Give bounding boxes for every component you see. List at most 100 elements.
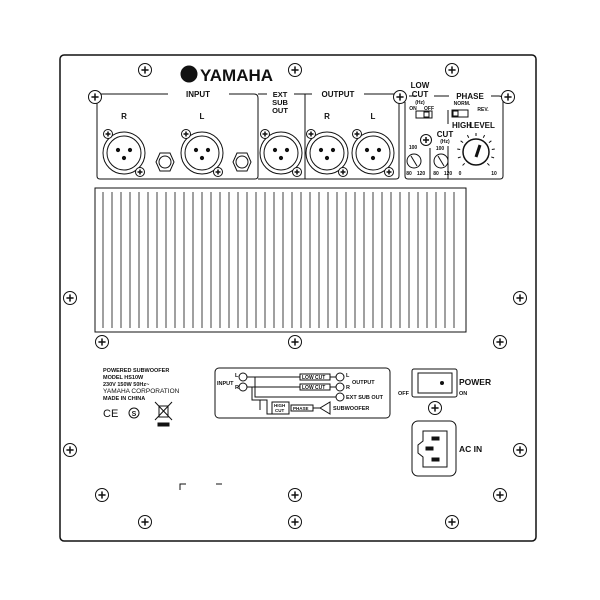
level-tick — [462, 162, 466, 166]
ce-mark: CE — [103, 408, 118, 420]
corner-marks — [179, 483, 222, 490]
weee-bin-icon — [154, 401, 173, 427]
phase-norm: NORM. — [454, 101, 471, 107]
screw-icon — [306, 129, 316, 139]
low-cut-120: 120 — [417, 171, 426, 177]
xlr-input-r[interactable] — [102, 131, 146, 175]
low-cut-80: 80 — [406, 171, 412, 177]
sub-label: SUB — [272, 98, 288, 107]
level-tick — [466, 134, 470, 138]
diagram-input-r: R — [235, 385, 239, 391]
screw-icon — [138, 515, 152, 529]
low-cut-switch[interactable] — [415, 110, 433, 119]
screw-icon — [88, 90, 102, 104]
trs-jack-input-l[interactable] — [232, 152, 252, 172]
screw-icon — [493, 488, 507, 502]
screw-icon — [135, 167, 145, 177]
diagram-cut: CUT — [275, 408, 284, 413]
ac-inlet[interactable] — [411, 420, 457, 477]
high-cut-unit: (Hz) — [440, 139, 450, 145]
plate-line-2: MODEL HS10W — [103, 375, 144, 381]
level-tick — [457, 156, 461, 159]
phase-switch[interactable] — [451, 109, 469, 118]
screw-icon — [384, 167, 394, 177]
level-tick — [460, 140, 464, 143]
ac-in-label: AC IN — [459, 444, 482, 454]
level-10: 10 — [491, 171, 497, 177]
svg-text:YAMAHA: YAMAHA — [200, 66, 273, 85]
heatsink — [94, 187, 467, 333]
screw-icon — [95, 335, 109, 349]
phase-rev: REV. — [477, 107, 489, 113]
low-cut-off: OFF — [424, 106, 434, 112]
level-tick — [486, 162, 490, 166]
low-cut-on: ON — [409, 106, 417, 112]
screw-icon — [420, 134, 432, 146]
ext-label: EXT — [273, 90, 288, 99]
input-title: INPUT — [186, 90, 210, 99]
trs-jack-input-r[interactable] — [155, 152, 175, 172]
high-cut-knob[interactable] — [433, 153, 449, 169]
screw-icon — [513, 443, 527, 457]
diagram-low-cut-r: LOW CUT — [302, 385, 325, 391]
low-cut-label: LOW — [411, 81, 430, 90]
yamaha-logo: YAMAHA — [180, 65, 273, 85]
phase-label: PHASE — [456, 92, 484, 101]
xlr-output-r[interactable] — [305, 131, 349, 175]
xlr-output-l[interactable] — [351, 131, 395, 175]
high-cut-120: 120 — [444, 171, 453, 177]
screw-icon — [338, 167, 348, 177]
screw-icon — [428, 401, 442, 415]
output-title: OUTPUT — [322, 90, 355, 99]
panel-outline — [59, 54, 537, 542]
screw-icon — [288, 335, 302, 349]
screw-icon — [103, 129, 113, 139]
screw-icon — [63, 291, 77, 305]
output-r-label: R — [324, 112, 330, 121]
s-mark-icon — [128, 407, 140, 419]
level-0: 0 — [459, 171, 462, 177]
high-cut-label-2: CUT — [437, 130, 454, 139]
screw-icon — [260, 129, 270, 139]
power-switch[interactable] — [411, 368, 458, 398]
screw-icon — [95, 488, 109, 502]
screw-icon — [63, 443, 77, 457]
plate-line-5: MADE IN CHINA — [103, 396, 145, 402]
plate-line-3: 230V 150W 50Hz~ — [103, 382, 149, 388]
screw-icon — [288, 488, 302, 502]
power-label: POWER — [459, 377, 491, 387]
power-on-label: ON — [459, 391, 467, 397]
diagram-output: OUTPUT — [352, 380, 375, 386]
diagram-output-r: R — [346, 385, 350, 391]
screw-icon — [292, 167, 302, 177]
level-knob[interactable] — [462, 138, 490, 166]
screw-icon — [138, 63, 152, 77]
level-tick — [488, 140, 492, 143]
output-l-label: L — [371, 112, 376, 121]
screw-icon — [513, 291, 527, 305]
diagram-low-cut-l: LOW CUT — [302, 375, 325, 381]
low-cut-knob[interactable] — [406, 153, 422, 169]
level-label: LEVEL — [469, 121, 495, 130]
screw-icon — [288, 515, 302, 529]
diagram-ext-sub-out: EXT SUB OUT — [346, 395, 384, 401]
out-label: OUT — [272, 106, 288, 115]
screw-icon — [493, 335, 507, 349]
high-cut-label: HIGH — [452, 121, 472, 130]
diagram-subwoofer: SUBWOOFER — [333, 406, 369, 412]
diagram-output-l: L — [346, 373, 350, 379]
xlr-ext-sub-out[interactable] — [259, 131, 303, 175]
screw-icon — [501, 90, 515, 104]
low-cut-100: 100 — [409, 145, 418, 151]
level-tick — [482, 134, 486, 138]
high-cut-100: 100 — [436, 146, 445, 152]
input-r-label: R — [121, 112, 127, 121]
diagram-phase: PHASE — [293, 406, 309, 411]
plate-line-4: YAMAHA CORPORATION — [103, 388, 180, 395]
label-plate: POWERED SUBWOOFER MODEL HS10W 230V 150W … — [103, 368, 180, 420]
screw-icon — [288, 63, 302, 77]
xlr-input-l[interactable] — [180, 131, 224, 175]
screw-icon — [213, 167, 223, 177]
diagram-input-l: L — [235, 373, 239, 379]
